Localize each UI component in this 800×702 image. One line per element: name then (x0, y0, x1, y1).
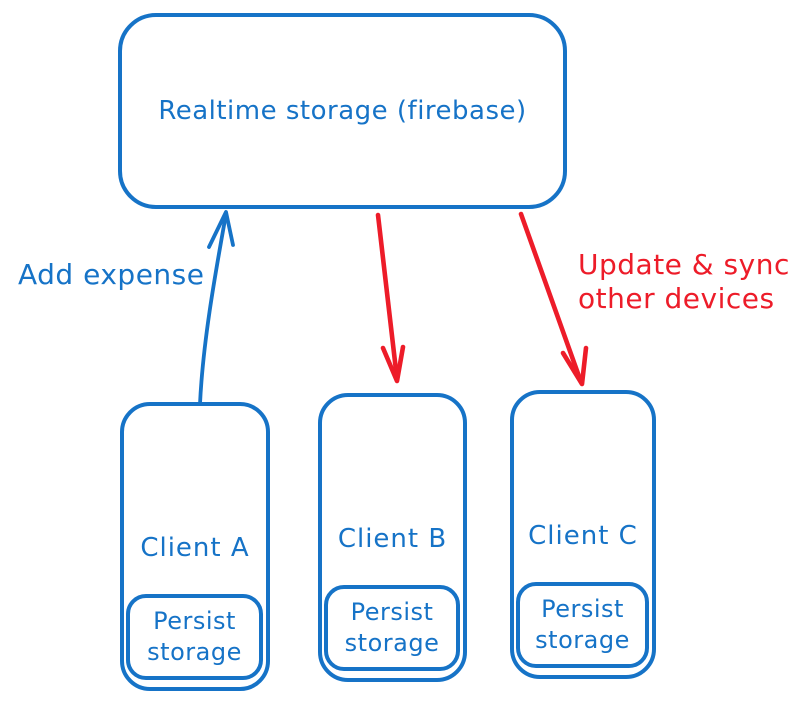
client-a-persist-storage-node: Persist storage (126, 594, 263, 680)
client-c-node: Client C Persist storage (510, 390, 656, 679)
client-b-persist-storage-node: Persist storage (324, 585, 460, 671)
sync-client-b-arrowhead-icon (380, 344, 406, 384)
client-c-persist-line1: Persist (541, 595, 624, 623)
client-b-persist-line1: Persist (350, 598, 434, 626)
sync-client-c-arrowhead-icon (560, 345, 589, 387)
sync-client-c-arrow-shaft (518, 211, 584, 385)
realtime-storage-node: Realtime storage (firebase) (118, 13, 567, 209)
client-a-node: Client A Persist storage (120, 402, 270, 691)
add-expense-arrow-label: Add expense (18, 258, 205, 291)
client-c-persist-storage-node: Persist storage (516, 582, 649, 668)
client-c-persist-line2: storage (535, 626, 630, 654)
update-sync-label-line1: Update & sync (578, 248, 790, 281)
client-c-label: Client C (528, 521, 638, 551)
client-b-label: Client B (337, 524, 448, 554)
client-a-persist-line1: Persist (153, 607, 236, 635)
realtime-storage-label: Realtime storage (firebase) (158, 96, 527, 126)
sync-client-c-arrow (518, 211, 589, 387)
add-expense-arrowhead-icon (207, 210, 235, 249)
client-b-node: Client B Persist storage (318, 393, 467, 682)
client-a-label: Client A (140, 533, 250, 563)
client-b-persist-line2: storage (344, 629, 440, 657)
client-a-persist-line2: storage (147, 638, 242, 666)
sync-client-b-arrow (375, 212, 406, 384)
update-sync-label-line2: other devices (578, 282, 775, 315)
sync-client-b-arrow-shaft (375, 212, 400, 382)
add-expense-arrow (198, 210, 235, 406)
update-sync-arrow-label: Update & sync other devices (578, 248, 790, 316)
add-expense-arrow-shaft (198, 212, 228, 406)
